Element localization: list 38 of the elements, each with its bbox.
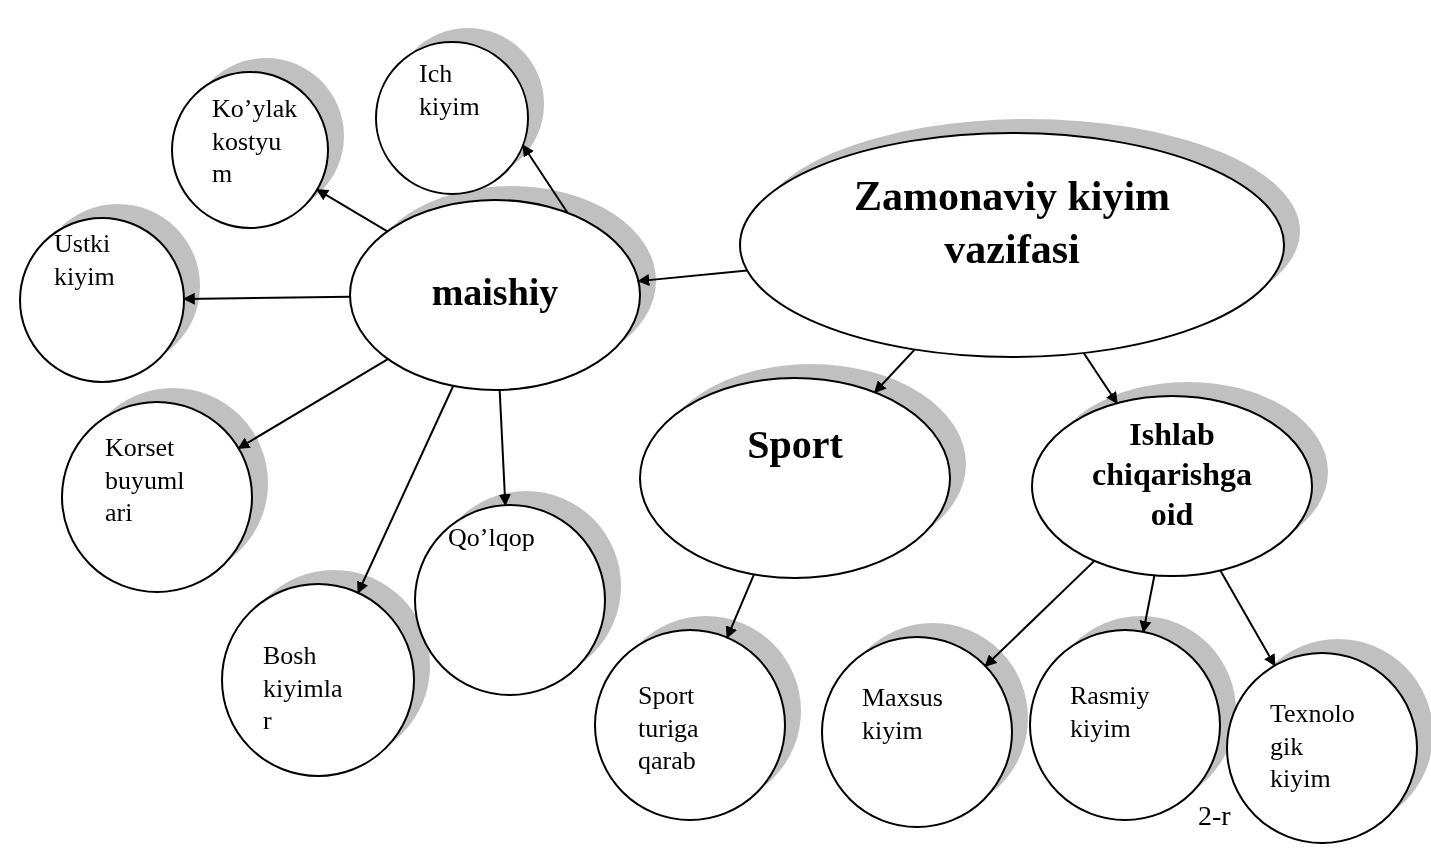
arrow	[498, 388, 511, 507]
ellipse-node	[638, 362, 968, 580]
ellipse-node	[738, 117, 1302, 359]
ellipse-node	[348, 184, 658, 392]
circle-node	[18, 202, 202, 384]
circle-node	[820, 621, 1030, 829]
circle-node	[413, 489, 623, 697]
node-text: Zamonaviy kiyim vazifasi	[852, 172, 1172, 274]
node-text: Ko’ylak kostyu m	[212, 93, 298, 190]
figure-label: 2-r	[1198, 800, 1231, 832]
arrow	[521, 144, 569, 214]
arrow	[1082, 352, 1119, 405]
node-text: Ich kiyim	[419, 58, 481, 123]
arrow	[725, 573, 755, 639]
arrow	[357, 384, 455, 594]
ellipse-node	[1030, 380, 1330, 578]
circle-node	[170, 56, 346, 230]
node-text: Ishlab chiqarishga oid	[1091, 415, 1253, 534]
arrow	[316, 188, 389, 233]
circle-node	[60, 386, 270, 594]
circle-node	[220, 568, 432, 778]
node-text: Korset buyuml ari	[105, 432, 186, 529]
node-text: Qo’lqop	[448, 522, 536, 554]
circle-node	[374, 26, 546, 196]
arrow	[984, 559, 1096, 668]
circle-node	[593, 614, 803, 822]
node-text: Bosh kiyimla r	[263, 640, 344, 737]
node-text: Ustki kiyim	[54, 228, 116, 293]
node-text: Sport turiga qarab	[638, 680, 700, 777]
arrow	[1139, 574, 1156, 633]
arrow	[237, 358, 389, 450]
node-text: Rasmiy kiyim	[1070, 680, 1151, 745]
node-text: Maxsus kiyim	[862, 682, 944, 747]
arrow	[1219, 569, 1276, 667]
node-text: Sport	[746, 421, 844, 469]
node-text: maishiy	[430, 270, 560, 315]
node-text: Texnolo gik kiyim	[1270, 698, 1356, 795]
arrow	[873, 348, 916, 394]
